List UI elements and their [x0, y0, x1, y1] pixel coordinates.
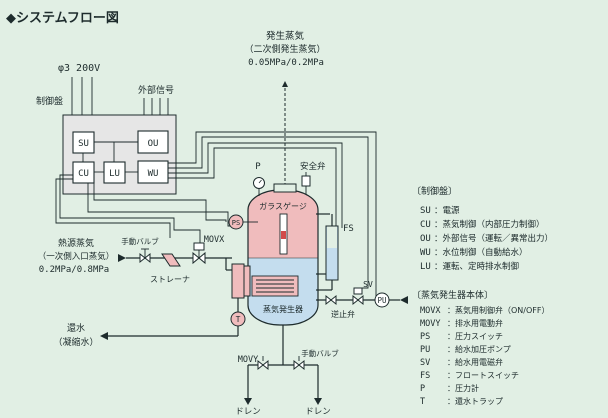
power-lines [71, 77, 93, 118]
steam-in-line3: 0.2MPa/0.8MPa [39, 265, 109, 275]
legend-code: FS [420, 371, 430, 381]
legend-code: OU [420, 234, 431, 244]
heat-exchanger-flange [231, 263, 251, 299]
legend-desc: ：還水トラップ [447, 396, 503, 406]
cu-unit [72, 161, 95, 184]
internal-wiring [82, 141, 138, 173]
su-unit [72, 131, 95, 154]
legend-desc: ：排水用電動弁 [447, 318, 503, 328]
sv-label: SV [363, 280, 373, 289]
pressure-gauge-label: P [255, 162, 261, 172]
drain-right-label: ドレン [305, 407, 331, 417]
legend-body-title: 〔蒸気発生器本体〕 [412, 289, 493, 301]
gauge-glass-indicator [281, 231, 286, 239]
manual-valve-top [139, 248, 151, 264]
legend-code: SU [420, 206, 431, 216]
external-signal-label: 外部信号 [138, 84, 174, 96]
legend-control-items: SU ：電源 CU ：蒸気制御（内部圧力制御） OU ：外部信号（運転／異常出力… [420, 206, 553, 272]
legend-desc: ：給水加圧ポンプ [447, 344, 511, 354]
trap-label: T [236, 315, 241, 324]
drain-piping [244, 325, 322, 405]
float-switch [316, 213, 339, 291]
gauge-glass-label: ガラスゲージ [259, 201, 307, 211]
legend-body-items: MOVX ：蒸気用制御弁（ON/OFF） MOVY ：排水用電動弁 PS ：圧力… [420, 305, 549, 407]
legend-code: WU [420, 248, 431, 258]
legend-desc: ：圧力計 [447, 383, 479, 393]
legend-control-title: 〔制御盤〕 [412, 185, 457, 197]
manual-valve-bottom-label: 手動バルブ [301, 348, 339, 358]
power-label: φ3 200V [58, 63, 100, 74]
feed-pump [374, 292, 390, 308]
safety-valve-label: 安全弁 [300, 161, 326, 172]
control-panel-label: 制御盤 [36, 95, 63, 107]
manual-valve-top-label: 手動バルブ [121, 236, 159, 246]
movx-valve [192, 242, 206, 265]
manual-valve-bottom [293, 356, 305, 371]
steam-out-line2: （二次側発生蒸気） [244, 43, 325, 55]
diagram-title: ◆システムフロー図 [6, 11, 119, 26]
check-valve-label: 逆止弁 [331, 309, 355, 319]
legend-code: T [420, 397, 425, 407]
ou-label: OU [148, 139, 159, 149]
legend-desc: ：水位制御（自動給水） [434, 247, 528, 258]
strainer-label: ストレーナ [150, 275, 190, 284]
steam-in-arrow [118, 254, 126, 262]
lu-unit [103, 161, 126, 184]
wu-label: WU [148, 169, 159, 179]
legend-desc: ：外部信号（運転／異常出力） [434, 233, 553, 244]
steam-out-line3: 0.05MPa/0.2MPa [248, 58, 324, 68]
strainer [161, 253, 181, 267]
heating-coil [251, 275, 299, 297]
legend-desc: ：電源 [434, 206, 460, 216]
steam-out-line1: 発生蒸気 [266, 30, 305, 42]
check-valve [325, 294, 337, 306]
legend-desc: ：蒸気用制御弁（ON/OFF） [447, 305, 549, 315]
legend-desc: ：運転、定時排水制御 [434, 261, 519, 272]
legend-desc: ：給水用電磁弁 [447, 357, 503, 367]
lu-label: LU [109, 169, 120, 179]
pu-label: PU [377, 296, 386, 305]
safety-valve [301, 172, 311, 194]
pressure-switch-label: PS [232, 219, 240, 227]
solenoid-valve [352, 287, 364, 306]
movx-label: MOVX [204, 235, 225, 245]
movy-label: MOVY [238, 355, 258, 365]
condensate-line2: （凝縮水） [53, 336, 98, 348]
legend-desc: ：圧力スイッチ [447, 331, 503, 341]
condensate-arrow [100, 332, 108, 340]
condensate-line1: 還水 [67, 322, 85, 334]
legend-code: MOVY [420, 319, 440, 329]
legend-code: SV [420, 358, 430, 368]
legend-code: PU [420, 345, 430, 355]
steam-in-line2: （一次側入口蒸気） [38, 251, 115, 262]
su-label: SU [78, 139, 89, 149]
cu-label: CU [78, 169, 89, 179]
legend-code: CU [420, 220, 431, 230]
return-trap [108, 298, 246, 337]
legend-code: LU [420, 262, 431, 272]
vessel-label: 蒸気発生器 [263, 304, 303, 314]
drain-left-label: ドレン [235, 407, 261, 417]
float-switch-label: FS [343, 224, 354, 234]
legend-code: MOVX [420, 306, 441, 316]
movy-valve [257, 356, 269, 371]
legend-desc: ：フロートスイッチ [447, 371, 519, 380]
legend-code: P [420, 384, 425, 394]
legend-code: PS [420, 332, 430, 342]
steam-in-line1: 熱源蒸気 [58, 237, 94, 249]
pressure-switch [228, 214, 258, 230]
legend-desc: ：蒸気制御（内部圧力制御） [434, 219, 545, 230]
